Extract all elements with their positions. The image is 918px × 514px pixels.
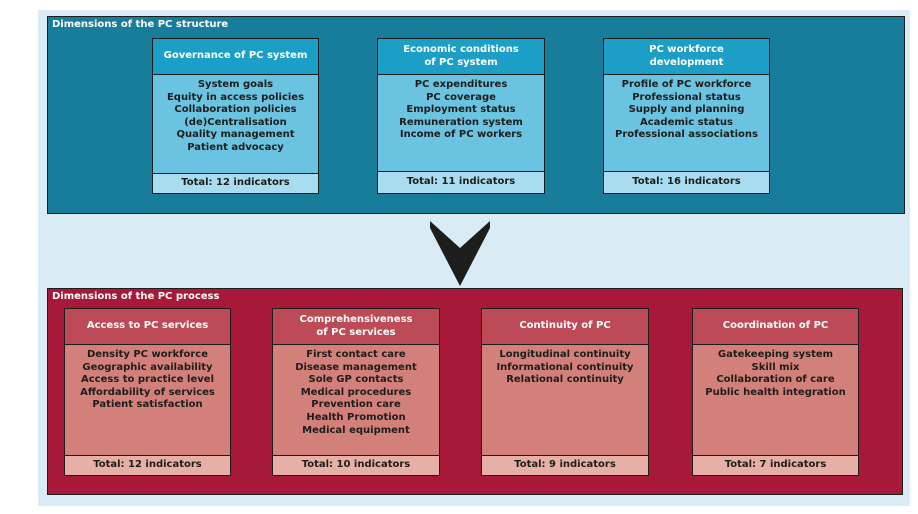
indicator-item: Employment status xyxy=(406,104,516,116)
card-total: Total: 9 indicators xyxy=(482,455,648,475)
indicator-item: Longitudinal continuity xyxy=(499,349,631,360)
card-heading-line: Continuity of PC xyxy=(519,320,611,332)
card-total: Total: 10 indicators xyxy=(273,455,439,475)
indicator-item: Collaboration policies xyxy=(174,104,297,116)
card-heading-line: Access to PC services xyxy=(86,320,209,332)
indicator-item: Prevention care xyxy=(311,399,401,411)
indicator-item: Collaboration of care xyxy=(716,374,835,386)
card-heading: Access to PC services xyxy=(65,309,230,345)
card-heading-line: PC workforce xyxy=(649,43,724,55)
card-total: Total: 12 indicators xyxy=(65,455,230,475)
indicator-item: Gatekeeping system xyxy=(717,349,834,360)
indicator-item: Access to practice level xyxy=(81,374,214,386)
indicator-item: (de)Centralisation xyxy=(184,116,287,128)
structure-panel-title: Dimensions of the PC structure xyxy=(52,19,229,30)
card-total: Total: 11 indicators xyxy=(378,171,544,193)
card-heading: Coordination of PC xyxy=(693,309,858,345)
indicator-item: Density PC workforce xyxy=(86,349,209,360)
indicator-item: Patient satisfaction xyxy=(92,399,203,411)
indicator-item: Skill mix xyxy=(751,361,800,373)
card-total: Total: 12 indicators xyxy=(153,173,318,193)
indicator-item: Public health integration xyxy=(705,386,846,398)
indicator-item: Medical procedures xyxy=(300,386,412,398)
card-heading: Continuity of PC xyxy=(482,309,648,345)
card-heading-line: of PC services xyxy=(316,326,396,338)
indicator-item: Remuneration system xyxy=(399,116,523,128)
indicator-item: Professional status xyxy=(632,91,741,103)
indicator-item: Sole GP contacts xyxy=(308,374,404,386)
indicator-item: Informational continuity xyxy=(496,361,634,373)
indicator-item: Supply and planning xyxy=(628,104,745,116)
card-heading-line: Comprehensiveness xyxy=(299,313,413,325)
indicator-item: Geographic availability xyxy=(82,361,213,373)
indicator-item: Medical equipment xyxy=(302,424,410,436)
indicator-item: PC coverage xyxy=(426,91,496,103)
indicator-item: PC expenditures xyxy=(414,79,508,90)
indicator-item: Relational continuity xyxy=(506,374,624,386)
process-panel-title: Dimensions of the PC process xyxy=(52,291,220,302)
card-heading-line: Coordination of PC xyxy=(722,320,829,332)
indicator-item: System goals xyxy=(197,79,274,90)
card-heading-line: development xyxy=(649,56,724,68)
indicator-item: Academic status xyxy=(640,116,733,128)
indicator-item: Profile of PC workforce xyxy=(621,79,752,90)
indicator-item: Patient advocacy xyxy=(187,141,284,153)
indicator-item: Equity in access policies xyxy=(166,91,305,103)
card-heading: Governance of PC system xyxy=(153,39,318,75)
card-heading-line: Economic conditions xyxy=(403,43,519,55)
card-heading-line: Governance of PC system xyxy=(163,50,308,62)
indicator-item: Professional associations xyxy=(614,129,759,141)
card-total: Total: 7 indicators xyxy=(693,455,858,475)
card-heading-line: of PC system xyxy=(424,56,498,68)
indicator-item: First contact care xyxy=(306,349,406,360)
card-total: Total: 16 indicators xyxy=(604,171,769,193)
indicator-item: Disease management xyxy=(295,361,417,373)
down-arrow-icon xyxy=(430,221,490,286)
indicator-item: Health Promotion xyxy=(306,411,406,423)
indicator-item: Quality management xyxy=(176,129,295,141)
indicator-item: Affordability of services xyxy=(80,386,215,398)
indicator-item: Income of PC workers xyxy=(399,129,523,141)
